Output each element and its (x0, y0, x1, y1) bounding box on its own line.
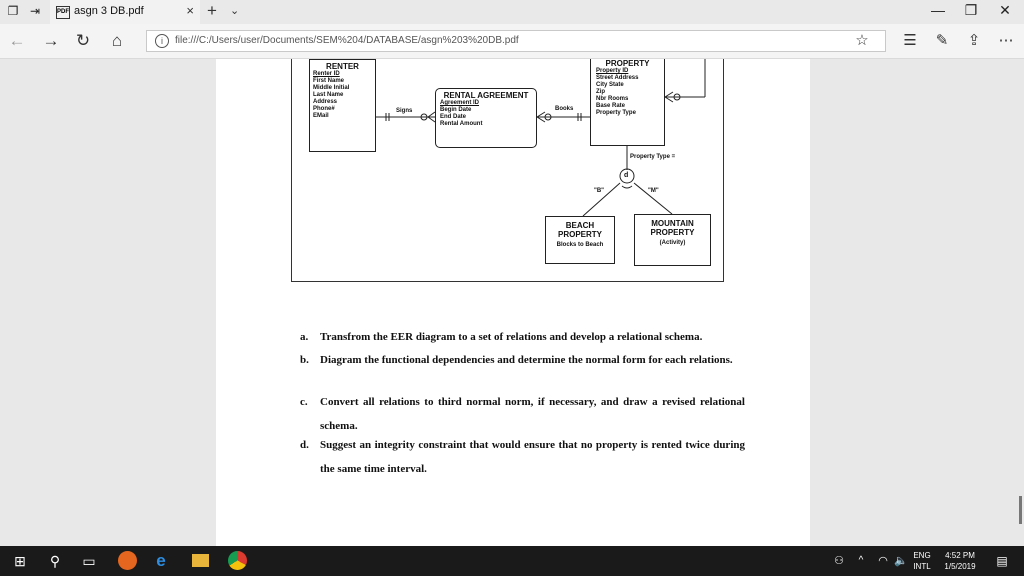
more-icon[interactable]: ⋯ (998, 32, 1014, 49)
property-attr: Nbr Rooms (596, 96, 629, 102)
tab-title: asgn 3 DB.pdf (74, 5, 144, 17)
pdf-icon: PDF (56, 6, 70, 19)
beach-title-line2: PROPERTY (557, 230, 602, 239)
pdf-page: RENTER Renter ID First Name Middle Initi… (216, 59, 810, 546)
pdf-viewer[interactable]: RENTER Renter ID First Name Middle Initi… (0, 59, 1024, 546)
mountain-title-line2: PROPERTY (650, 228, 695, 237)
diagram-frame (291, 59, 724, 282)
question-c: c. Convert all relations to third normal… (300, 390, 760, 432)
subtype-m-label: "M" (648, 188, 659, 194)
file-explorer-icon[interactable] (192, 554, 209, 567)
info-icon[interactable]: i (155, 34, 169, 48)
address-url: file:///C:/Users/user/Documents/SEM%204/… (175, 35, 519, 46)
beach-attr: Blocks to Beach (556, 242, 604, 248)
question-label: c. (300, 396, 308, 408)
language-indicator[interactable]: ENG INTL (911, 550, 933, 572)
tab-preview-icon[interactable]: ❐ (7, 4, 19, 18)
question-a: a. Transfrom the EER diagram to a set of… (300, 331, 760, 347)
mountain-attr: (Activity) (659, 240, 686, 246)
search-icon[interactable]: ⚲ (49, 553, 61, 569)
mountain-property-entity: MOUNTAIN PROPERTY (Activity) (634, 214, 711, 266)
renter-entity: RENTER Renter ID First Name Middle Initi… (309, 59, 376, 152)
taskbar: ⊞ ⚲ ▭ e ⚇ ^ ◠ 🔈 ENG INTL 4:52 PM 1/5/201… (0, 546, 1024, 576)
property-attr: City State (596, 82, 624, 88)
question-text: Convert all relations to third normal no… (320, 396, 745, 432)
renter-attr: Phone# (313, 106, 335, 112)
new-tab-icon[interactable]: + (207, 1, 217, 20)
discriminator-label: Property Type = (630, 154, 676, 160)
favorite-star-icon[interactable]: ☆ (855, 32, 869, 49)
renter-key-attr: Renter ID (313, 71, 340, 77)
home-icon[interactable]: ⌂ (111, 31, 123, 50)
disjoint-label: d (624, 172, 629, 179)
rental-attr: Begin Date (440, 107, 472, 113)
nav-bar: ← → ↻ ⌂ i file:///C:/Users/user/Document… (0, 24, 1024, 59)
chevron-down-icon[interactable]: ⌄ (230, 5, 240, 17)
minimize-icon[interactable]: — (931, 2, 945, 18)
rental-attr: Rental Amount (440, 121, 483, 127)
question-text: Transfrom the EER diagram to a set of re… (320, 331, 703, 343)
share-icon[interactable]: ⇪ (967, 32, 981, 49)
address-bar[interactable]: i file:///C:/Users/user/Documents/SEM%20… (146, 30, 886, 52)
beach-title-line1: BEACH (565, 221, 595, 230)
renter-attr: Middle Initial (313, 85, 350, 91)
chrome-icon[interactable] (228, 551, 247, 570)
wifi-icon[interactable]: ◠ (878, 555, 888, 567)
back-icon[interactable]: ← (8, 31, 26, 50)
signs-label: Signs (396, 108, 413, 114)
property-title: PROPERTY (605, 59, 650, 68)
close-window-icon[interactable]: ✕ (999, 2, 1011, 18)
chevron-up-icon[interactable]: ^ (858, 555, 864, 566)
pen-icon[interactable]: ✎ (935, 32, 949, 49)
question-b: b. Diagram the functional dependencies a… (300, 349, 760, 389)
refresh-icon[interactable]: ↻ (75, 31, 91, 50)
question-label: b. (300, 354, 309, 366)
set-aside-tabs-icon[interactable]: ⇥ (29, 4, 41, 18)
question-d: d. Suggest an integrity constraint that … (300, 433, 760, 475)
rental-title: RENTAL AGREEMENT (443, 91, 529, 100)
question-label: d. (300, 439, 309, 451)
renter-attr: Address (313, 99, 338, 105)
renter-title: RENTER (326, 62, 359, 71)
property-key-attr: Property ID (596, 68, 629, 74)
favorites-list-icon[interactable]: ☰ (903, 32, 917, 49)
restore-icon[interactable]: ❐ (964, 2, 978, 18)
renter-attr: EMail (313, 113, 329, 119)
clock-time: 4:52 PM (945, 551, 975, 560)
windows-start-icon[interactable]: ⊞ (14, 553, 26, 569)
property-attr: Zip (596, 89, 605, 95)
rental-attr: End Date (440, 114, 467, 120)
language-line2: INTL (913, 562, 931, 571)
tab-bar: ❐ ⇥ PDF asgn 3 DB.pdf × + ⌄ — ❐ ✕ (0, 0, 1024, 24)
clock[interactable]: 4:52 PM 1/5/2019 (940, 550, 980, 572)
renter-attr: First Name (313, 78, 345, 84)
rental-agreement-entity: RENTAL AGREEMENT Agreement ID Begin Date… (435, 88, 537, 148)
mountain-title-line1: MOUNTAIN (651, 219, 694, 228)
question-text: Diagram the functional dependencies and … (320, 354, 733, 366)
close-tab-icon[interactable]: × (186, 3, 194, 18)
language-line1: ENG (913, 551, 931, 560)
question-label: a. (300, 331, 309, 343)
property-entity: PROPERTY Property ID Street Address City… (590, 59, 665, 146)
subtype-b-label: "B" (594, 188, 605, 194)
clock-date: 1/5/2019 (944, 562, 976, 571)
property-attr: Street Address (596, 75, 639, 81)
beach-property-entity: BEACH PROPERTY Blocks to Beach (545, 216, 615, 264)
property-attr: Base Rate (596, 103, 626, 109)
tab-active[interactable]: PDF asgn 3 DB.pdf × (50, 0, 200, 24)
scrollbar[interactable] (1019, 496, 1022, 524)
books-label: Books (555, 106, 574, 112)
people-icon[interactable]: ⚇ (834, 555, 844, 567)
property-attr: Property Type (596, 110, 636, 116)
question-text: Suggest an integrity constraint that wou… (320, 439, 745, 475)
task-view-icon[interactable]: ▭ (82, 553, 96, 569)
volume-icon[interactable]: 🔈 (894, 555, 908, 567)
renter-attr: Last Name (313, 92, 344, 98)
edge-icon[interactable]: e (156, 551, 166, 570)
firefox-icon[interactable] (118, 551, 137, 570)
forward-icon[interactable]: → (42, 31, 60, 50)
rental-key-attr: Agreement ID (440, 100, 480, 106)
notification-icon[interactable]: ▤ (996, 554, 1008, 568)
